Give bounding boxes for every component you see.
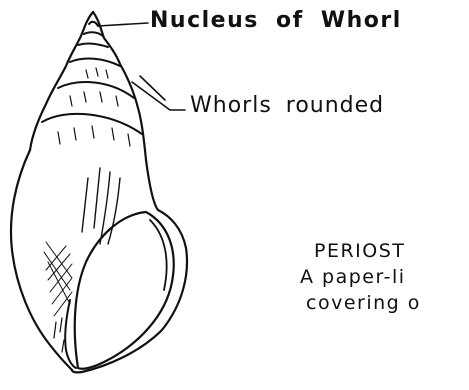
whorls-label: Whorls rounded	[190, 95, 384, 117]
whorl-suture	[70, 59, 120, 66]
periostracum-desc-line-1: A paper-li	[300, 268, 406, 287]
crosshatch	[44, 242, 72, 316]
aperture	[75, 212, 174, 369]
whorl-suture	[58, 82, 134, 98]
spire-outline	[30, 12, 93, 150]
whorls-leader-line	[132, 76, 185, 110]
periostracum-desc-line-2: covering o	[306, 294, 421, 313]
outer-lip	[72, 160, 187, 372]
growth-lines	[82, 168, 120, 244]
whorl-suture	[42, 114, 142, 134]
periostracum-label: PERIOST	[314, 242, 405, 261]
whorl-detail	[58, 68, 130, 146]
nucleus-leader-line	[98, 23, 148, 26]
body-whorl-outline	[11, 150, 72, 370]
whorl-suture	[78, 44, 108, 47]
nucleus-label: Nucleus of Whorl	[150, 10, 402, 32]
